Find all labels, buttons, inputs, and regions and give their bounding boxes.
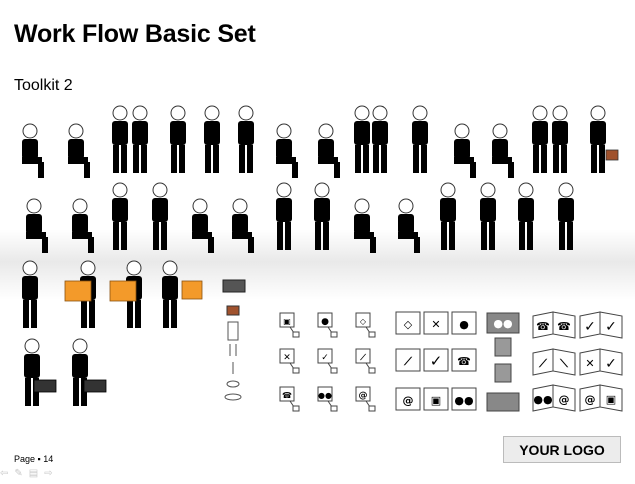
box-icon bbox=[109, 280, 137, 302]
worker-with-box-icon bbox=[161, 260, 179, 329]
page-label: Page bbox=[14, 454, 36, 464]
seated-man-dark-icon bbox=[491, 123, 515, 179]
worker-with-toolbox-icon bbox=[23, 338, 41, 407]
wrench-icon: ⟋ bbox=[538, 357, 548, 370]
standing-woman-dark-icon bbox=[479, 182, 497, 251]
page-indicator: Page ▪ 14 bbox=[14, 454, 54, 464]
svg-text:☎: ☎ bbox=[282, 391, 292, 400]
cable-icon bbox=[224, 393, 242, 401]
close-icon: ✕ bbox=[585, 357, 594, 370]
phone-icon: ☎ bbox=[457, 355, 471, 368]
svg-text:⟋: ⟋ bbox=[359, 353, 366, 362]
small-icon-grid: ▣ ● ◇ ✕ ✓ ⟋ ☎ ●● @ bbox=[279, 312, 376, 412]
people-row-business-men bbox=[21, 105, 619, 179]
at-sign-icon: @ bbox=[403, 394, 414, 407]
svg-text:●: ● bbox=[321, 317, 329, 327]
seated-woman-blue-icon bbox=[25, 198, 49, 254]
seated-man-blue-icon bbox=[317, 123, 341, 179]
seated-man-gray-icon bbox=[21, 123, 45, 179]
check-icon: ✓ bbox=[430, 352, 443, 370]
briefcase-icon bbox=[226, 305, 240, 316]
svg-text:@: @ bbox=[359, 391, 368, 401]
tools-column bbox=[222, 279, 246, 401]
box-icon: ◇ bbox=[404, 318, 413, 331]
box-icon bbox=[64, 280, 92, 302]
standing-man-gray-icon bbox=[169, 105, 187, 174]
phone-icon: ☎ bbox=[536, 320, 550, 333]
seated-woman-blue-icon bbox=[191, 198, 215, 254]
svg-text:▣: ▣ bbox=[283, 317, 291, 326]
seated-man-dark-icon bbox=[453, 123, 477, 179]
svg-text:◇: ◇ bbox=[360, 317, 367, 326]
folded-icon-cards: ☎ ☎ ✓ ✓ ⟋ ⟍ ✕ ✓ ●● @ @ ▣ bbox=[532, 311, 623, 412]
standing-woman-dark-icon bbox=[517, 182, 535, 251]
page-title: Work Flow Basic Set bbox=[14, 20, 256, 48]
doctor-icon bbox=[557, 182, 575, 251]
standing-man-gray-icon bbox=[131, 105, 149, 174]
clipboard-icon bbox=[227, 321, 239, 341]
group-button-icon bbox=[486, 312, 520, 334]
page-subtitle: Toolkit 2 bbox=[14, 77, 73, 94]
svg-text:✓: ✓ bbox=[321, 353, 329, 363]
standing-man-blue-icon bbox=[411, 105, 429, 174]
svg-text:●●: ●● bbox=[318, 391, 332, 400]
logo-placeholder: YOUR LOGO bbox=[503, 436, 621, 463]
standing-man-blue-icon bbox=[353, 105, 371, 174]
seated-woman-blue-icon bbox=[71, 198, 95, 254]
workers-group bbox=[21, 260, 203, 407]
at-sign-icon: @ bbox=[585, 393, 596, 406]
tape-icon bbox=[226, 380, 240, 388]
box-icon bbox=[181, 280, 203, 300]
worker-with-toolbox-icon bbox=[71, 338, 89, 407]
tools-icon: ⟍ bbox=[559, 357, 569, 370]
card-button-icon bbox=[486, 392, 520, 412]
check-icon: ✓ bbox=[605, 319, 617, 335]
page-number: 14 bbox=[43, 454, 54, 464]
standing-woman-dark-icon bbox=[439, 182, 457, 251]
tools-icon: ✕ bbox=[431, 318, 440, 331]
seated-man-gray-icon bbox=[67, 123, 91, 179]
group-icon: ●● bbox=[454, 394, 473, 407]
delivery-worker-icon bbox=[21, 260, 39, 329]
standing-woman-blue-icon bbox=[275, 182, 293, 251]
seated-woman-blue-icon bbox=[231, 198, 255, 254]
plug-icon bbox=[229, 344, 237, 356]
check-icon: ✓ bbox=[605, 356, 617, 372]
svg-text:●●: ●● bbox=[493, 317, 512, 330]
contact-button-icon bbox=[494, 363, 512, 383]
toolbox-icon bbox=[222, 279, 246, 293]
seated-woman-dark-icon bbox=[353, 198, 377, 254]
group-icon: ●● bbox=[533, 393, 552, 406]
seated-woman-dark-icon bbox=[397, 198, 421, 254]
wrench-icon: ⟋ bbox=[403, 355, 413, 368]
at-sign-icon: @ bbox=[559, 393, 570, 406]
standing-woman-blue-icon bbox=[111, 182, 129, 251]
person-icon: ● bbox=[459, 318, 469, 331]
standing-man-dark-icon bbox=[551, 105, 569, 174]
seated-man-blue-icon bbox=[275, 123, 299, 179]
standing-man-gray-icon bbox=[203, 105, 221, 174]
address-button-icon bbox=[494, 337, 512, 357]
standing-woman-blue-icon bbox=[151, 182, 169, 251]
toolbox-icon bbox=[83, 379, 107, 393]
standing-man-gray-icon bbox=[111, 105, 129, 174]
phone-icon: ☎ bbox=[557, 320, 571, 333]
svg-text:✕: ✕ bbox=[283, 353, 291, 363]
standing-man-dark-icon bbox=[589, 105, 607, 174]
toolbox-icon bbox=[33, 379, 57, 393]
standing-woman-blue-icon bbox=[313, 182, 331, 251]
standing-man-blue-icon bbox=[237, 105, 255, 174]
briefcase-icon bbox=[605, 149, 619, 161]
slide-nav-icons[interactable]: ⇦✎▤⇨ bbox=[0, 468, 59, 479]
address-card-icon: ▣ bbox=[606, 393, 616, 406]
standing-man-dark-icon bbox=[531, 105, 549, 174]
address-card-icon: ▣ bbox=[431, 394, 441, 407]
people-row-business-women bbox=[25, 182, 575, 254]
large-icon-grid: ◇ ✕ ● ⟋ ✓ ☎ @ ▣ ●● bbox=[395, 311, 477, 411]
check-icon: ✓ bbox=[584, 319, 596, 335]
standing-man-blue-icon bbox=[371, 105, 389, 174]
button-icon-column: ●● bbox=[486, 312, 520, 412]
